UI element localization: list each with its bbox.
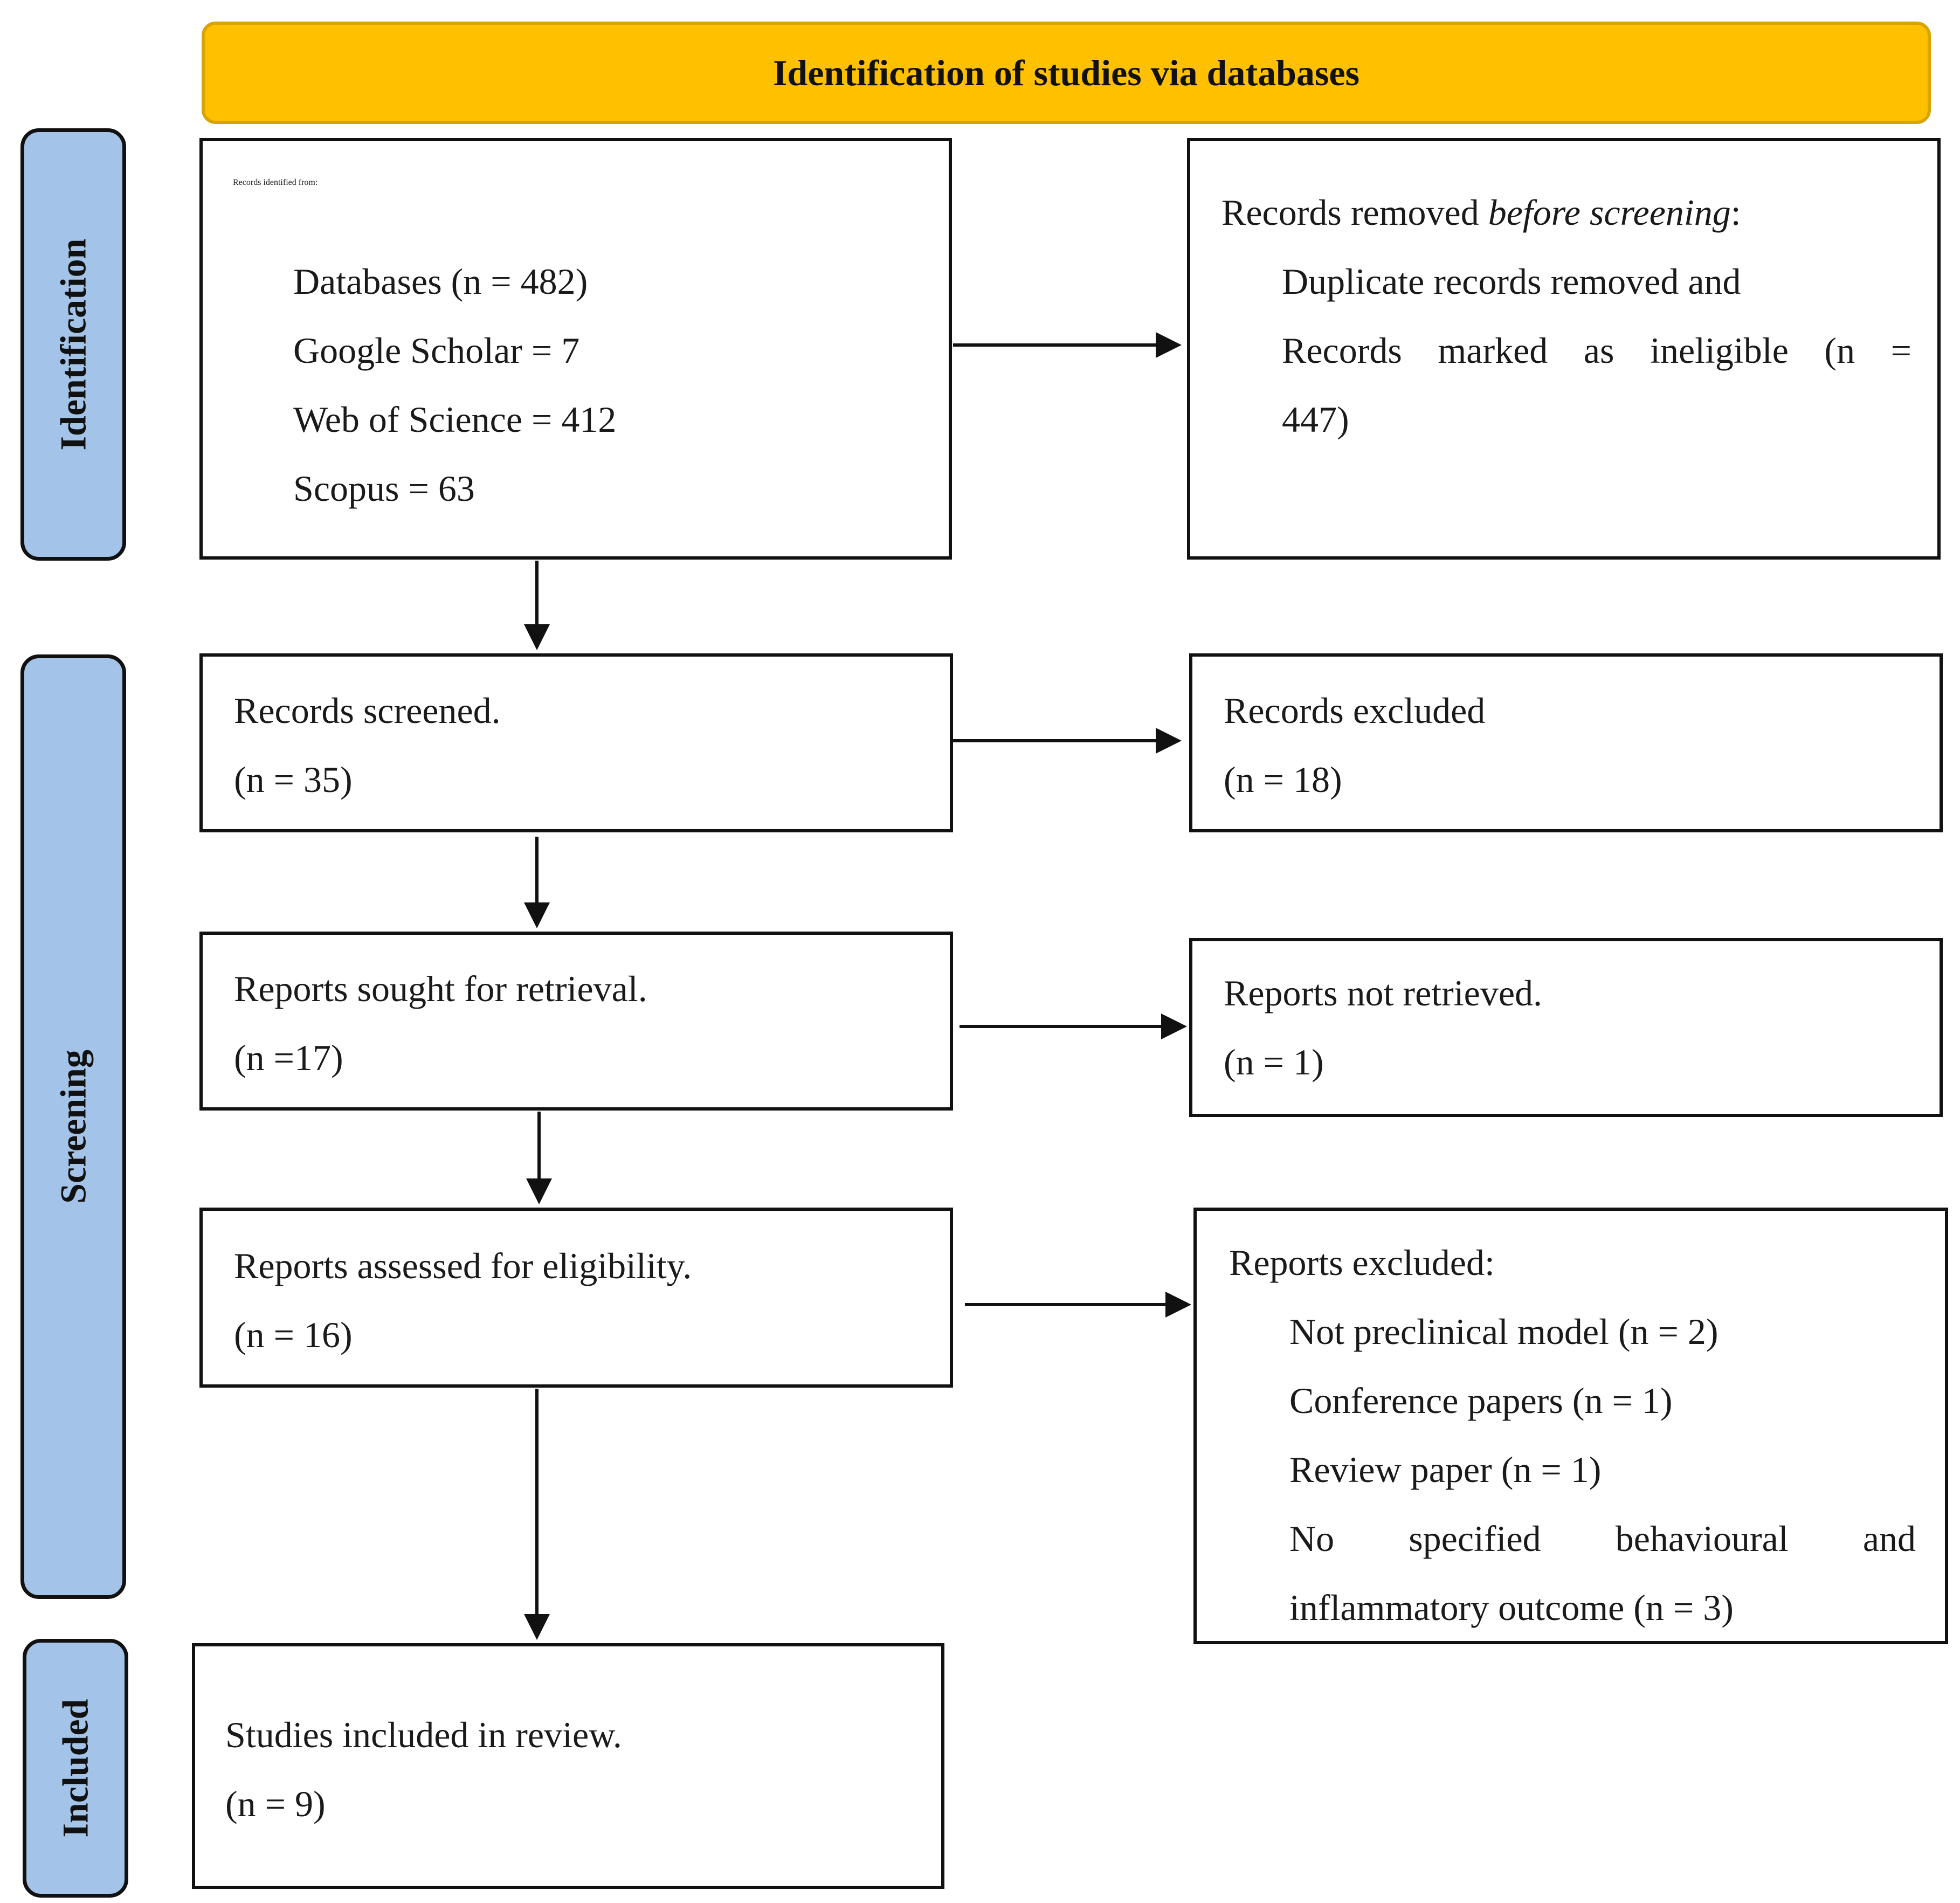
reports-excluded-box	[1193, 1208, 1948, 1644]
reports-assessed-box	[199, 1208, 953, 1388]
included-count: (n = 9)	[225, 1783, 326, 1824]
phase-screening: Screening	[20, 654, 126, 1599]
identified-item-scopus: Scopus = 63	[293, 468, 475, 509]
removed-line-ineligible: Records marked as ineligible (n =	[1282, 330, 1911, 371]
removed-line-count: 447)	[1282, 399, 1349, 440]
header-identification-banner: Identification of studies via databases	[202, 22, 1931, 124]
reports-not-retrieved-box	[1189, 938, 1943, 1117]
records-removed-box	[1187, 138, 1941, 560]
identified-item-google-scholar: Google Scholar = 7	[293, 330, 580, 371]
reports-excluded-item-preclinical: Not preclinical model (n = 2)	[1289, 1311, 1719, 1352]
removed-line-duplicates: Duplicate records removed and	[1282, 261, 1741, 302]
studies-included-box	[192, 1643, 944, 1889]
excluded-label: Records excluded	[1224, 690, 1486, 731]
identified-item-databases: Databases (n = 482)	[293, 261, 588, 302]
reports-excluded-item-review: Review paper (n = 1)	[1289, 1449, 1602, 1490]
reports-excluded-item-no-outcome-2: inflammatory outcome (n = 3)	[1289, 1587, 1734, 1628]
records-identified-heading-text: Records identified from:	[233, 178, 318, 187]
included-label: Studies included in review.	[225, 1714, 622, 1755]
sought-label: Reports sought for retrieval.	[234, 968, 647, 1009]
phase-identification: Identification	[20, 128, 126, 561]
screened-count: (n = 35)	[234, 759, 353, 800]
removed-heading-post: :	[1730, 192, 1741, 233]
records-excluded-box	[1189, 653, 1943, 832]
sought-count: (n =17)	[234, 1037, 343, 1078]
records-screened-box	[199, 653, 953, 832]
assessed-count: (n = 16)	[234, 1314, 353, 1355]
reports-excluded-heading: Reports excluded:	[1229, 1242, 1495, 1283]
reports-excluded-item-no-outcome-1: No specified behavioural and	[1289, 1518, 1916, 1559]
screened-label: Records screened.	[234, 690, 501, 731]
reports-excluded-item-conference: Conference papers (n = 1)	[1289, 1380, 1673, 1421]
reports-sought-box	[199, 932, 953, 1111]
header-title: Identification of studies via databases	[772, 52, 1360, 93]
removed-heading-pre: Records removed	[1221, 192, 1488, 233]
assessed-label: Reports assessed for eligibility.	[234, 1245, 692, 1286]
phase-included: Included	[23, 1639, 128, 1898]
removed-heading: Records removed before screening:	[1221, 178, 1741, 247]
removed-heading-em: before screening	[1488, 192, 1731, 233]
not-retrieved-count: (n = 1)	[1224, 1042, 1324, 1082]
excluded-count: (n = 18)	[1224, 759, 1342, 800]
not-retrieved-label: Reports not retrieved.	[1224, 973, 1543, 1013]
records-identified-box	[199, 138, 952, 560]
identified-item-web-of-science: Web of Science = 412	[293, 399, 617, 440]
